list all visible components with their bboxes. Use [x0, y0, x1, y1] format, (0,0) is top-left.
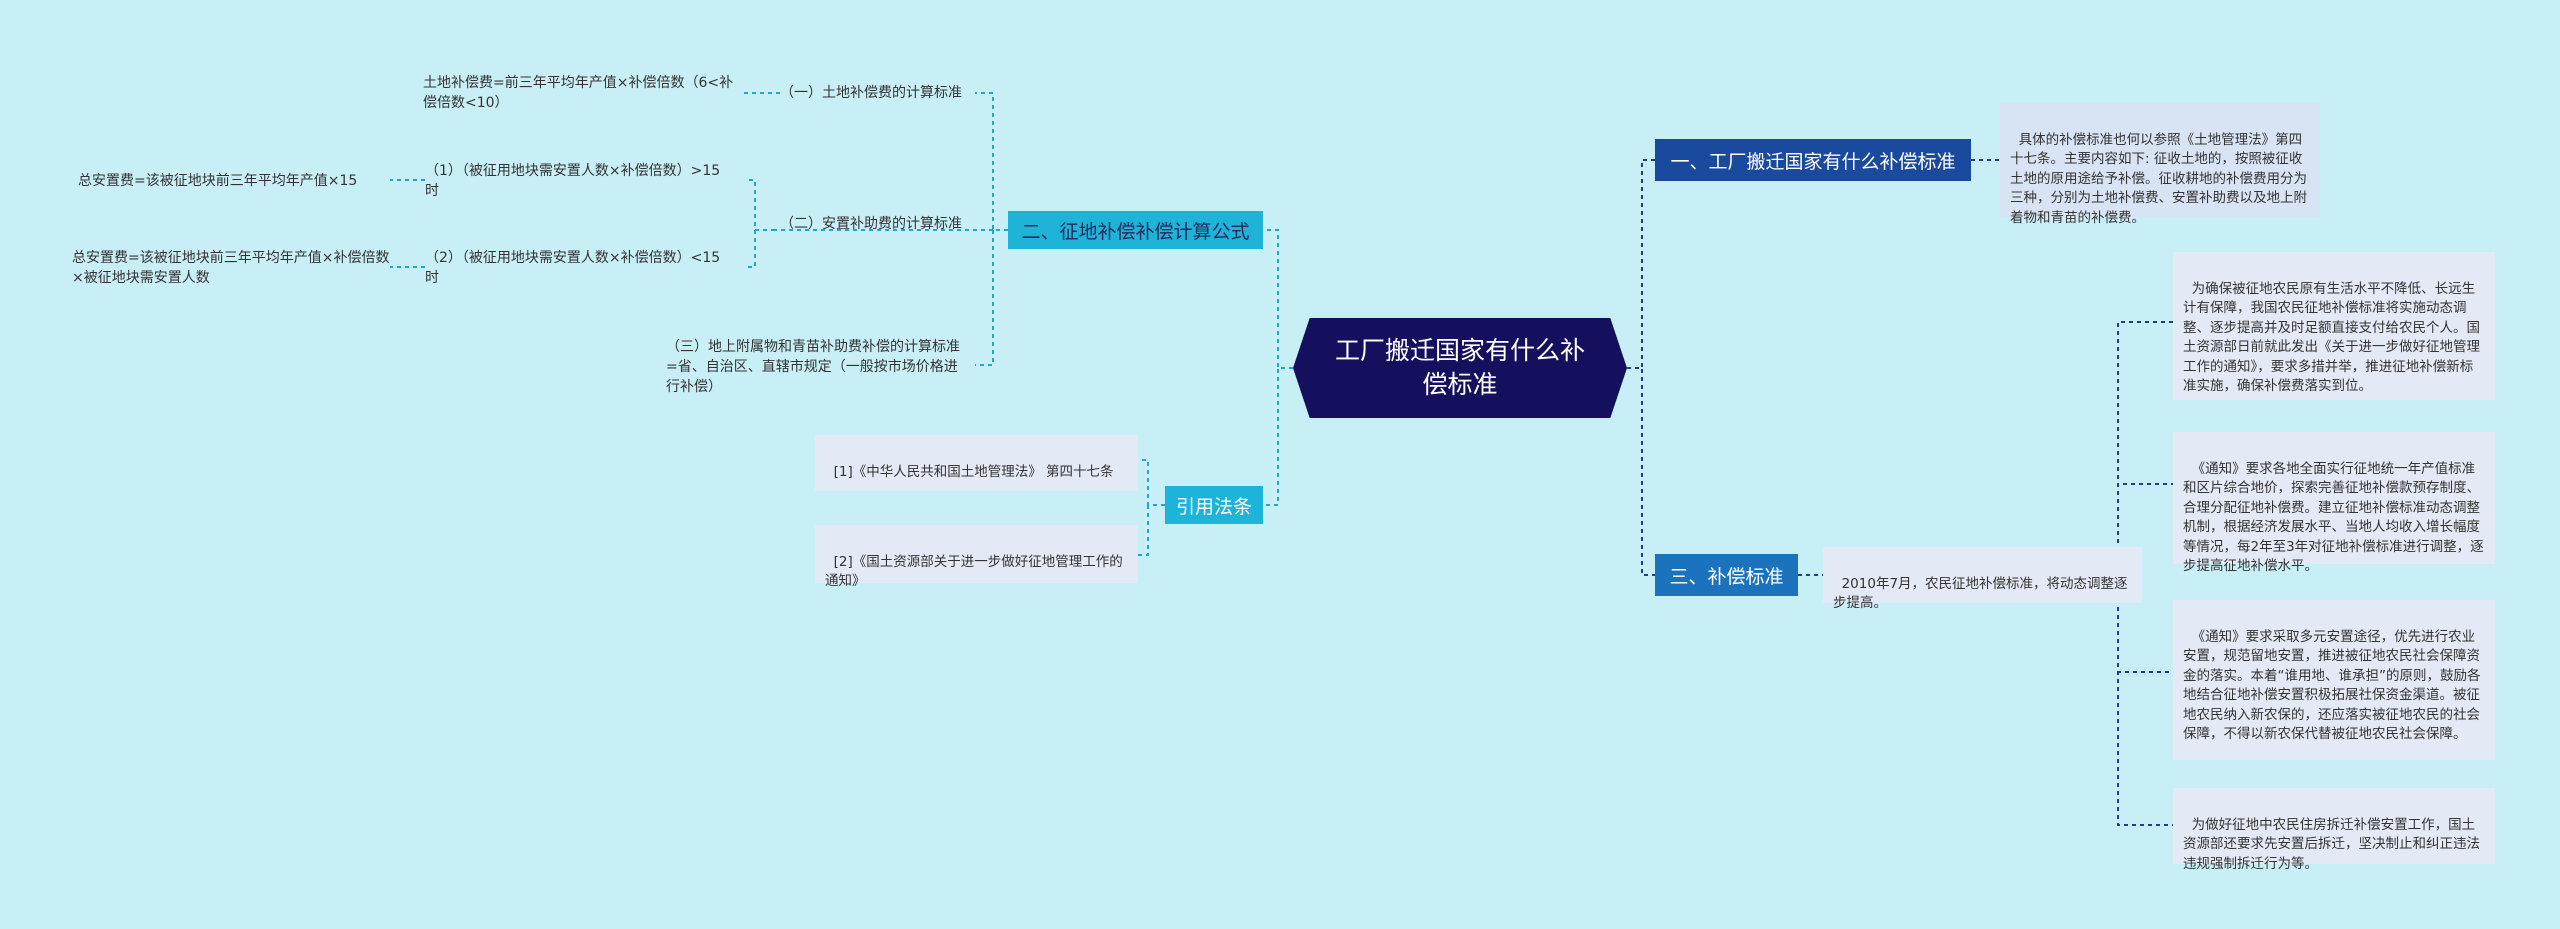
case2-formula[interactable]: 总安置费=该被征地块前三年平均年产值×补偿倍数×被征地块需安置人数: [72, 250, 390, 286]
std3-detail-4-text: 为做好征地中农民住房拆迁补偿安置工作，国土资源部还要求先安置后拆迁，坚决制止和纠…: [2183, 816, 2480, 872]
case1-formula[interactable]: 总安置费=该被征地块前三年平均年产值×15: [78, 173, 358, 189]
branch-formula-title: 二、征地补偿补偿计算公式: [1021, 220, 1250, 243]
branch-std3-title: 三、补偿标准: [1669, 565, 1784, 588]
std3-detail-2[interactable]: 《通知》要求各地全面实行征地统一年产值标准和区片综合地价，探索完善征地补偿款预存…: [2173, 432, 2495, 574]
law-item-1[interactable]: [1]《中华人民共和国土地管理法》 第四十七条: [815, 435, 1138, 491]
law-item-2[interactable]: [2]《国土资源部关于进一步做好征地管理工作的通知》: [815, 525, 1138, 589]
std3-detail-3[interactable]: 《通知》要求采取多元安置途径，优先进行农业安置，规范留地安置，推进被征地农民社会…: [2173, 600, 2495, 760]
std3-detail-1-text: 为确保被征地农民原有生活水平不降低、长远生计有保障，我国农民征地补偿标准将实施动…: [2183, 280, 2480, 395]
resettle-label[interactable]: （二）安置补助费的计算标准: [780, 216, 962, 232]
std3-detail-3-text: 《通知》要求采取多元安置途径，优先进行农业安置，规范留地安置，推进被征地农民社会…: [2183, 628, 2481, 743]
land-label[interactable]: （一）土地补偿费的计算标准: [780, 85, 962, 101]
std3-detail-1[interactable]: 为确保被征地农民原有生活水平不降低、长远生计有保障，我国农民征地补偿标准将实施动…: [2173, 252, 2495, 400]
std1-text: 具体的补偿标准也何以参照《土地管理法》第四十七条。主要内容如下: 征收土地的，按…: [2010, 131, 2307, 226]
law-item-1-text: [1]《中华人民共和国土地管理法》 第四十七条: [833, 463, 1114, 480]
law-item-2-text: [2]《国土资源部关于进一步做好征地管理工作的通知》: [825, 553, 1123, 590]
case1-label[interactable]: （1）（被征用地块需安置人数×补偿倍数）>15时: [425, 163, 721, 199]
branch-law[interactable]: 引用法条: [1165, 486, 1263, 524]
branch-formula[interactable]: 二、征地补偿补偿计算公式: [1008, 211, 1263, 249]
attach-label[interactable]: （三）地上附属物和青苗补助费补偿的计算标准=省、自治区、直辖市规定（一般按市场价…: [666, 339, 960, 395]
branch-law-title: 引用法条: [1175, 495, 1252, 518]
case2-label[interactable]: （2）（被征用地块需安置人数×补偿倍数）<15时: [425, 250, 721, 286]
branch-std1-title: 一、工厂搬迁国家有什么补偿标准: [1670, 150, 1956, 173]
branch-std1[interactable]: 一、工厂搬迁国家有什么补偿标准: [1655, 139, 1971, 181]
std3-detail-2-text: 《通知》要求各地全面实行征地统一年产值标准和区片综合地价，探索完善征地补偿款预存…: [2183, 460, 2484, 575]
std1-text-box[interactable]: 具体的补偿标准也何以参照《土地管理法》第四十七条。主要内容如下: 征收土地的，按…: [2000, 103, 2320, 226]
root-title: 工厂搬迁国家有什么补偿标准: [1334, 336, 1585, 399]
land-formula[interactable]: 土地补偿费=前三年平均年产值×补偿倍数（6<补偿倍数<10）: [423, 75, 734, 111]
std3-summary-box[interactable]: 2010年7月，农民征地补偿标准，将动态调整逐步提高。: [1823, 547, 2142, 611]
root-node[interactable]: 工厂搬迁国家有什么补偿标准: [1293, 318, 1627, 418]
std3-detail-4[interactable]: 为做好征地中农民住房拆迁补偿安置工作，国土资源部还要求先安置后拆迁，坚决制止和纠…: [2173, 788, 2495, 872]
std3-summary: 2010年7月，农民征地补偿标准，将动态调整逐步提高。: [1833, 575, 2128, 612]
branch-std3[interactable]: 三、补偿标准: [1655, 554, 1798, 596]
